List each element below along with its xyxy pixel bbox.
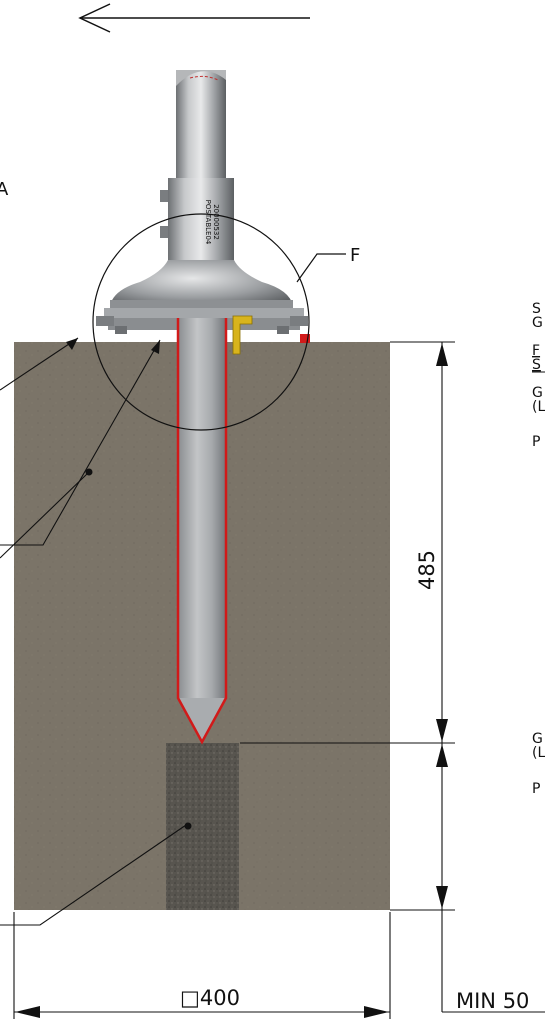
note-5-line-2: (L: [532, 745, 545, 761]
note-5-line-1: G: [532, 731, 543, 747]
depth-dimension-label: 485: [415, 550, 439, 590]
note-3-line-2: (L: [532, 399, 545, 415]
note-6-line-1: P: [532, 781, 540, 797]
vertical-dimensions: [240, 341, 545, 1013]
pole-post: POSTABLE04 20000532: [96, 70, 310, 745]
detail-circle-f: F: [92, 213, 360, 431]
marking-line-1: POSTABLE04: [204, 200, 212, 245]
right-notes: S G F S G (L P G (L P: [532, 301, 545, 797]
note-1-line-2: G: [532, 315, 543, 331]
gravel-pocket: [166, 743, 239, 910]
note-2-line-1: F: [532, 343, 540, 359]
note-1-line-1: S: [532, 301, 541, 317]
note-4-line-1: P: [532, 434, 540, 450]
direction-arrow: [78, 3, 310, 33]
leader-lines: [0, 337, 192, 926]
min-dimension-label: MIN 50: [456, 989, 529, 1013]
section-letter: A: [0, 179, 9, 200]
note-3-line-1: G: [532, 385, 543, 401]
detail-letter: F: [350, 245, 360, 266]
width-dimension-label: □400: [180, 986, 240, 1010]
note-2-line-2: S: [532, 357, 541, 373]
width-dimension: [13, 912, 391, 1019]
marking-line-2: 20000532: [212, 204, 220, 240]
